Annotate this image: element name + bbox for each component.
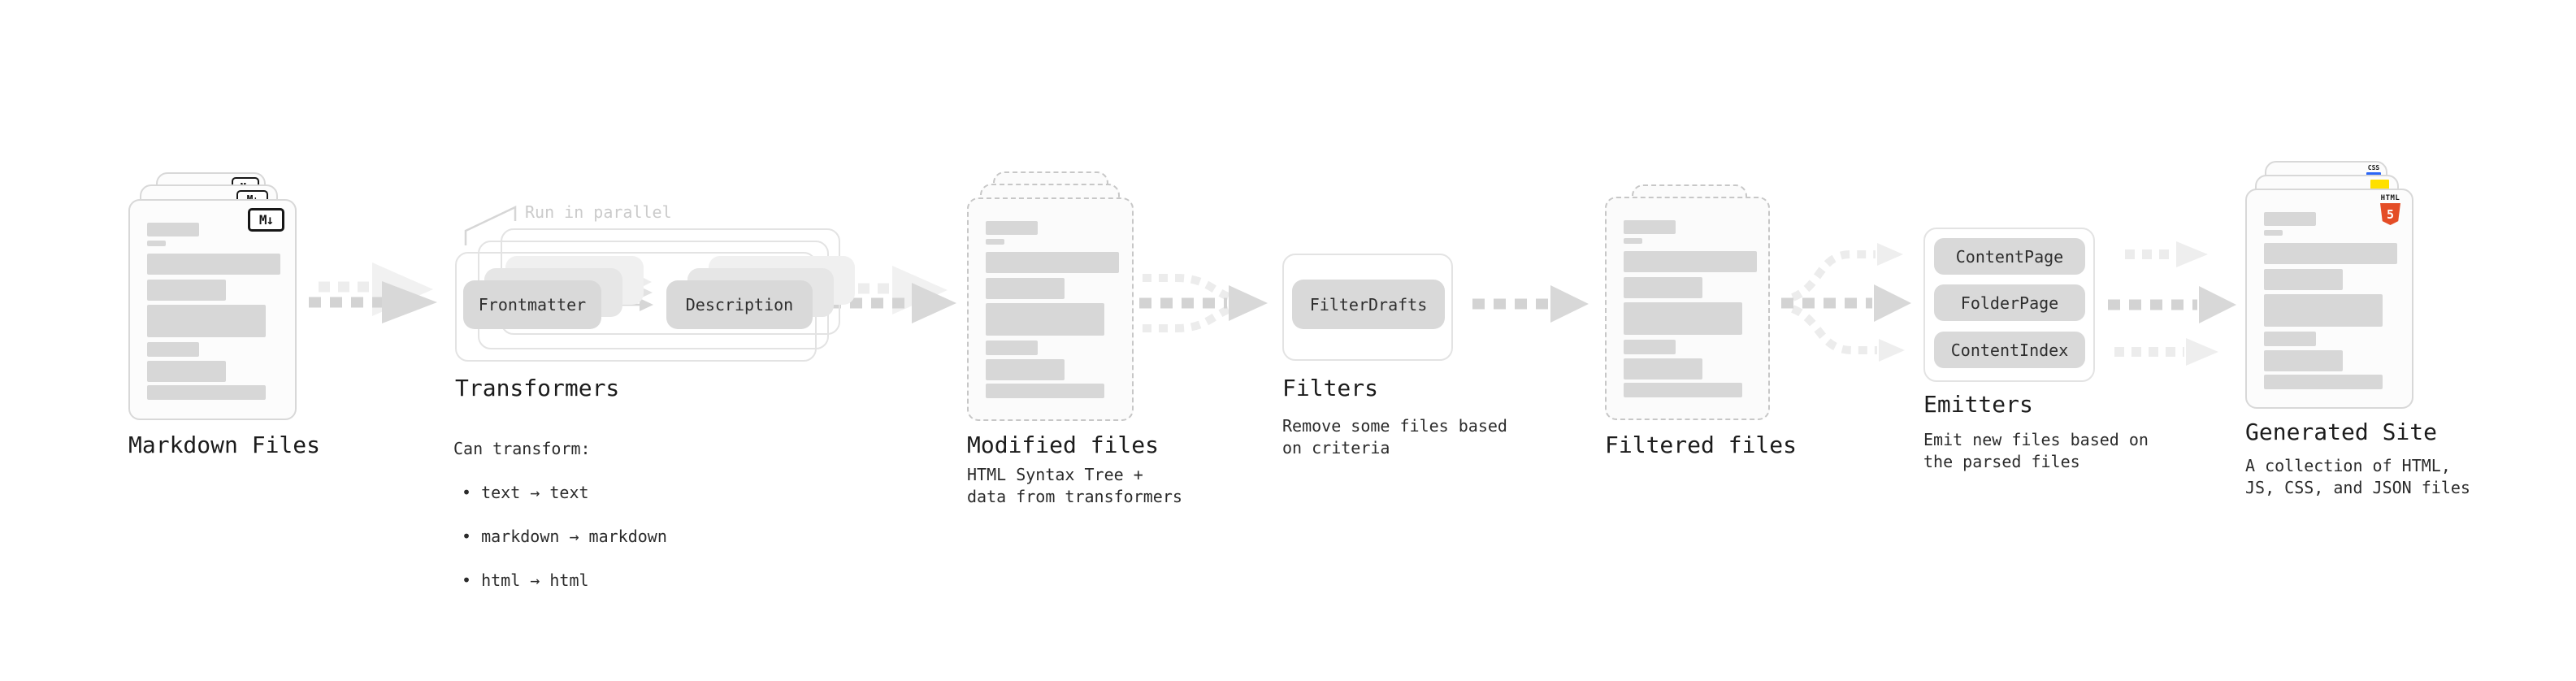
doc-skeleton bbox=[1607, 198, 1768, 397]
folderpage-pill: FolderPage bbox=[1934, 284, 2085, 321]
transformers-desc-lead: Can transform: bbox=[453, 439, 591, 458]
skeleton-line bbox=[147, 280, 226, 301]
doc-skeleton bbox=[969, 199, 1132, 398]
skeleton-line bbox=[1624, 220, 1676, 234]
skeleton-line bbox=[1624, 302, 1742, 335]
css-icon-label: CSS bbox=[2367, 164, 2380, 171]
skeleton-line bbox=[147, 223, 199, 236]
skeleton-line bbox=[147, 385, 266, 400]
markdown-file-card-front: M↓ bbox=[128, 199, 297, 420]
arrow-filters-to-filtered bbox=[1472, 285, 1589, 323]
arrow-modified-to-filters bbox=[1139, 274, 1268, 332]
filtered-file-card-front bbox=[1605, 197, 1770, 420]
skeleton-line bbox=[1624, 358, 1702, 380]
skeleton-line bbox=[1624, 383, 1742, 397]
description-pill: Description bbox=[666, 280, 813, 329]
skeleton-line bbox=[1624, 277, 1702, 298]
transformers-label: Transformers bbox=[455, 375, 620, 401]
skeleton-line bbox=[986, 278, 1065, 299]
modified-files-description: HTML Syntax Tree + data from transformer… bbox=[967, 465, 1182, 506]
emitters-label: Emitters bbox=[1923, 391, 2033, 418]
frontmatter-pill: Frontmatter bbox=[463, 280, 601, 329]
html5-icon: HTML 5 bbox=[2379, 194, 2401, 225]
annotation-leader-line bbox=[464, 206, 517, 245]
filters-label: Filters bbox=[1282, 375, 1379, 401]
arrow-emitters-to-generated bbox=[2108, 241, 2236, 366]
doc-skeleton bbox=[130, 201, 295, 400]
skeleton-line bbox=[2264, 230, 2283, 236]
skeleton-line bbox=[147, 305, 266, 337]
skeleton-line bbox=[1624, 340, 1676, 354]
filters-description: Remove some files based on criteria bbox=[1282, 416, 1507, 458]
doc-skeleton bbox=[2247, 190, 2412, 389]
run-in-parallel-annotation: Run in parallel bbox=[525, 202, 672, 222]
arrow-transformers-to-modified bbox=[829, 266, 956, 323]
skeleton-line bbox=[2264, 212, 2316, 226]
arrow-markdown-to-transformers bbox=[309, 262, 437, 323]
html5-icon-shield: 5 bbox=[2380, 203, 2400, 225]
transform-bullet: text → text bbox=[453, 482, 667, 504]
skeleton-line bbox=[986, 384, 1104, 398]
filtered-files-label: Filtered files bbox=[1605, 432, 1798, 458]
skeleton-line bbox=[986, 221, 1038, 235]
skeleton-line bbox=[986, 359, 1065, 380]
skeleton-line bbox=[986, 303, 1104, 336]
skeleton-line bbox=[986, 239, 1004, 245]
generated-site-description: A collection of HTML, JS, CSS, and JSON … bbox=[2245, 456, 2470, 497]
markdown-files-label: Markdown Files bbox=[128, 432, 321, 458]
filterdrafts-pill: FilterDrafts bbox=[1292, 280, 1445, 329]
markdown-icon: M↓ bbox=[248, 208, 284, 232]
transform-bullet: markdown → markdown bbox=[453, 526, 667, 548]
css-icon: CSS bbox=[2366, 165, 2382, 176]
modified-files-label: Modified files bbox=[967, 432, 1160, 458]
skeleton-line bbox=[147, 254, 280, 275]
skeleton-line bbox=[147, 361, 226, 382]
transformers-description: Can transform: text → text markdown → ma… bbox=[453, 416, 667, 614]
skeleton-line bbox=[986, 340, 1038, 355]
arrow-filtered-to-emitters bbox=[1781, 243, 1911, 362]
html5-icon-word: HTML bbox=[2380, 194, 2400, 202]
skeleton-line bbox=[2264, 350, 2343, 371]
skeleton-line bbox=[147, 241, 166, 246]
skeleton-line bbox=[147, 342, 199, 357]
skeleton-line bbox=[1624, 238, 1642, 244]
generated-html-card: HTML 5 bbox=[2245, 189, 2413, 409]
css-icon-bar bbox=[2366, 172, 2381, 176]
skeleton-line bbox=[1624, 251, 1757, 272]
skeleton-line bbox=[2264, 375, 2383, 389]
skeleton-line bbox=[2264, 294, 2383, 327]
contentpage-pill: ContentPage bbox=[1934, 238, 2085, 275]
skeleton-line bbox=[2264, 243, 2397, 264]
modified-file-card-front bbox=[967, 197, 1134, 421]
js-icon bbox=[2370, 180, 2389, 189]
transform-bullet: html → html bbox=[453, 570, 667, 592]
generated-site-label: Generated Site bbox=[2245, 419, 2438, 445]
contentindex-pill: ContentIndex bbox=[1934, 332, 2085, 368]
skeleton-line bbox=[2264, 332, 2316, 346]
skeleton-line bbox=[2264, 269, 2343, 290]
skeleton-line bbox=[986, 252, 1119, 273]
emitters-description: Emit new files based on the parsed files bbox=[1923, 430, 2149, 471]
